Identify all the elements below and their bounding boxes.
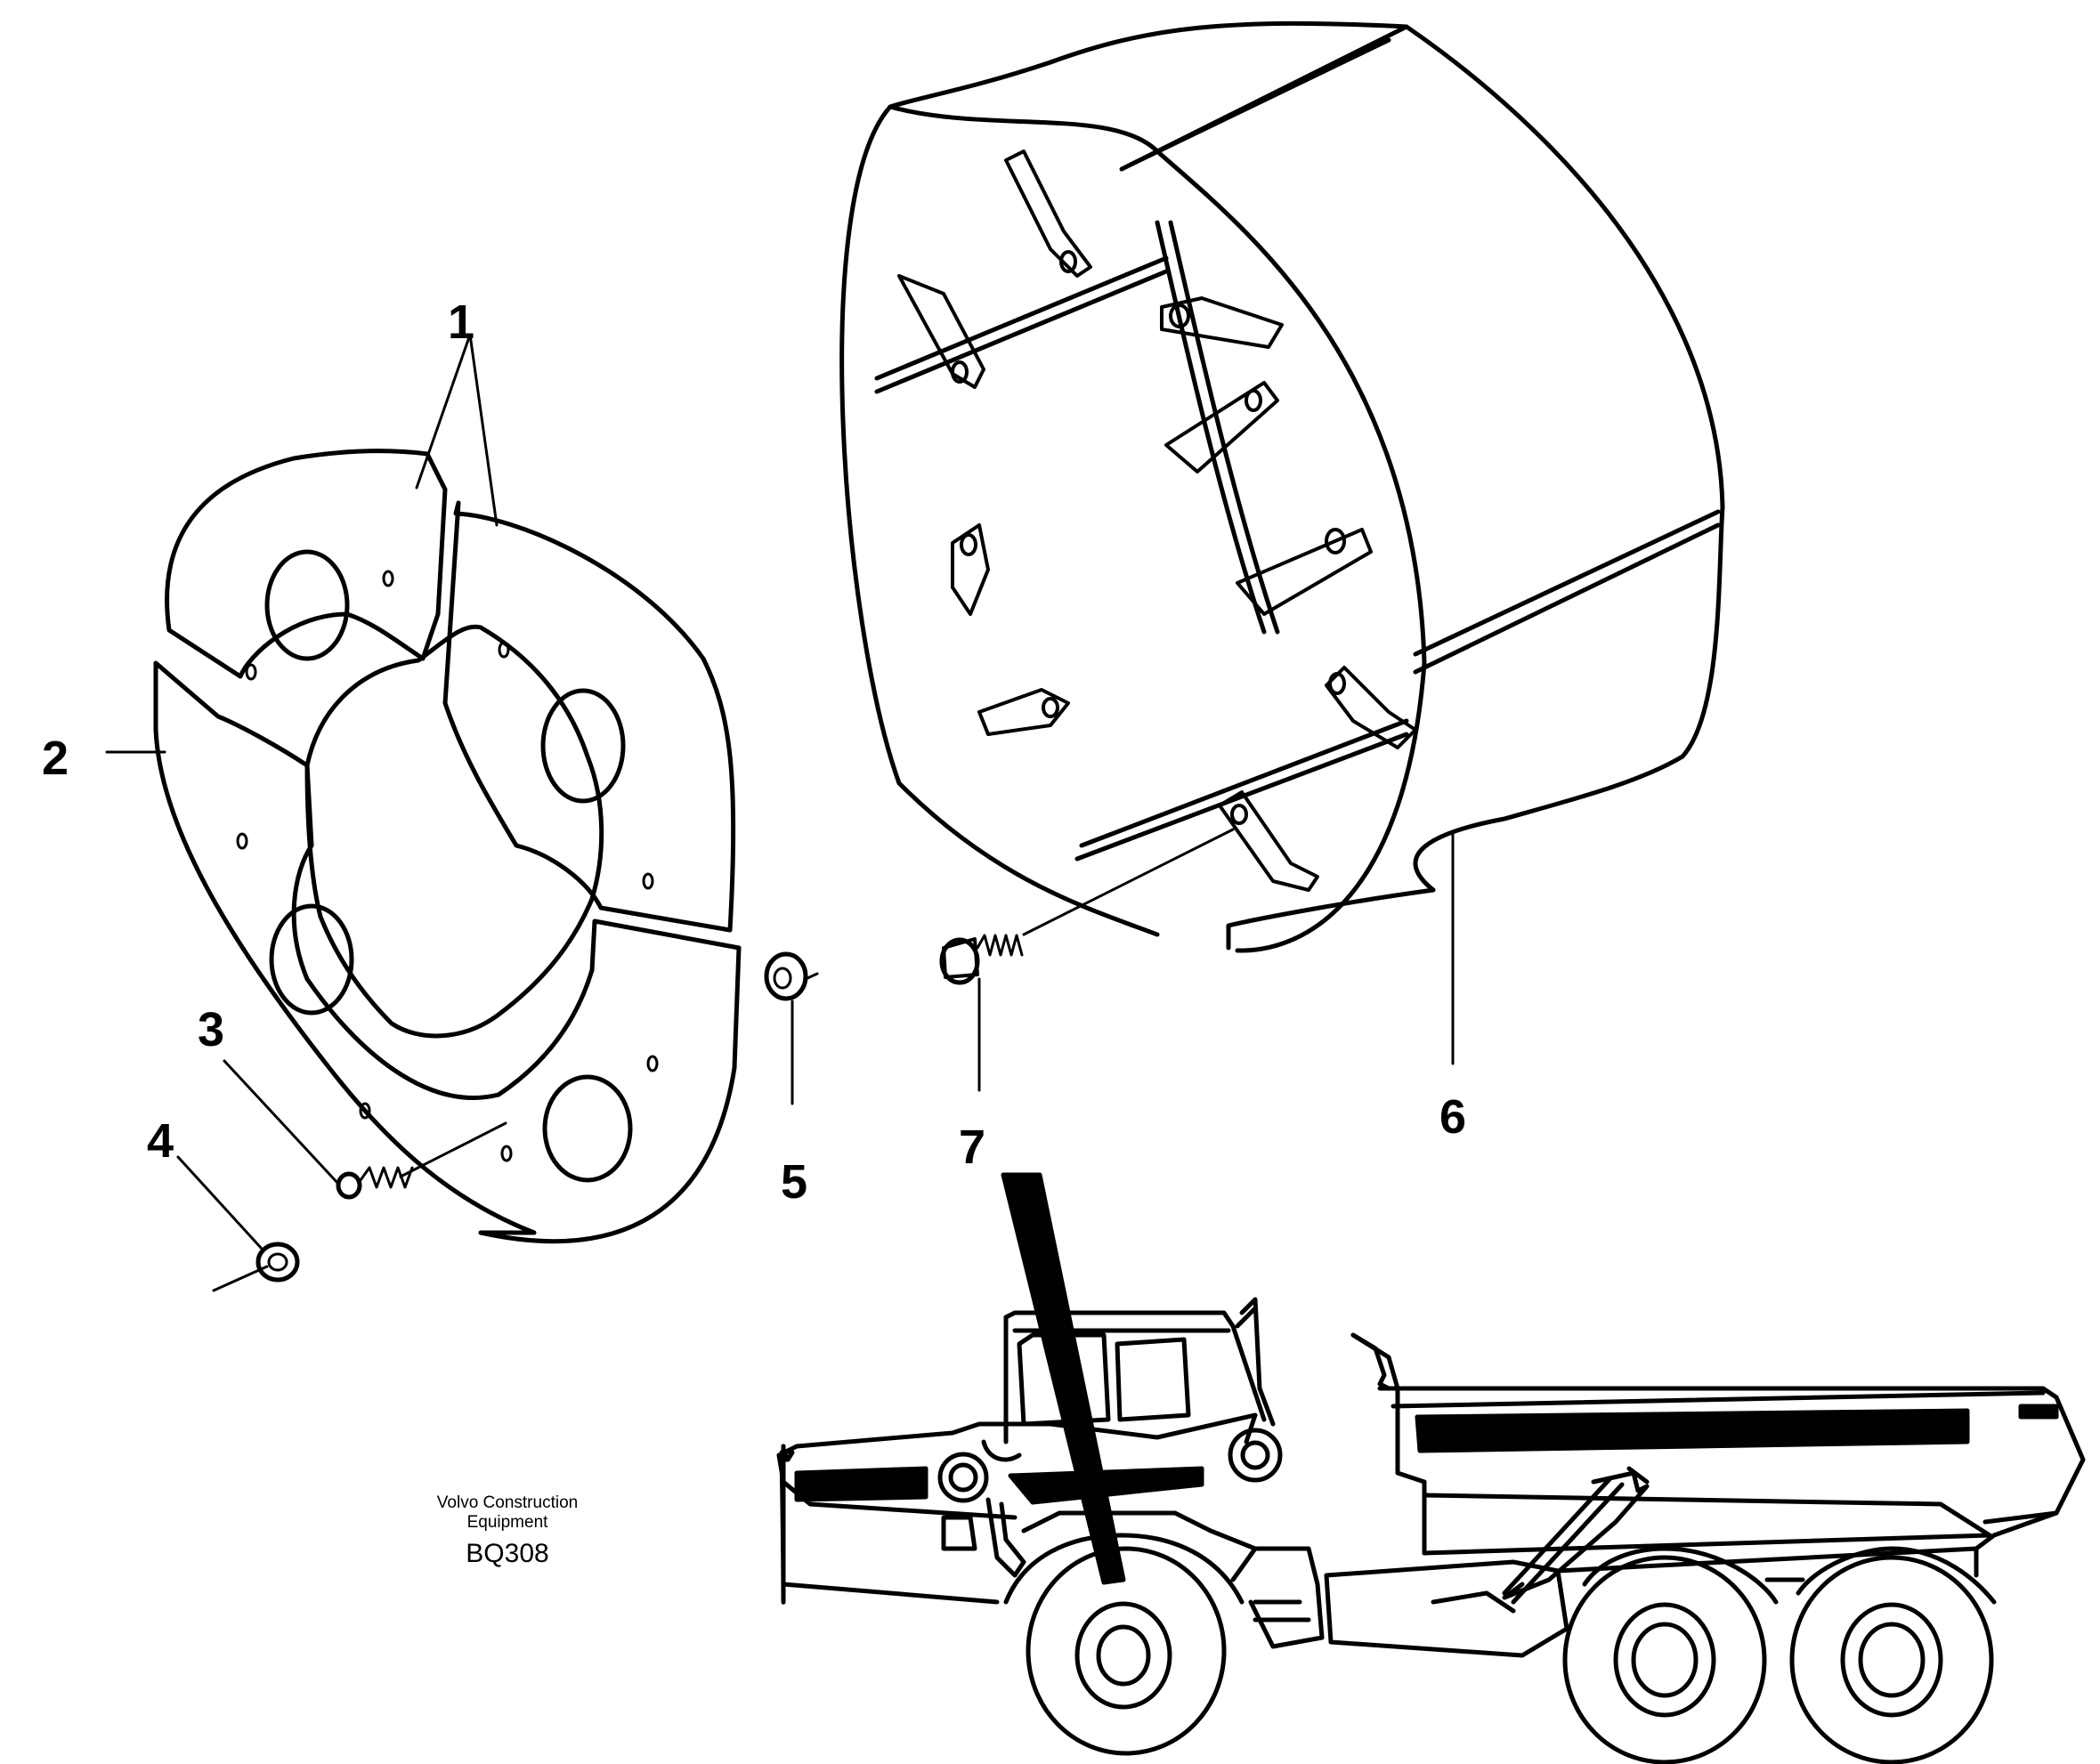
plate-hole-left	[269, 903, 354, 1016]
plate-hole-upper	[264, 549, 350, 661]
callout-6: 6	[1439, 1090, 1466, 1144]
plate-assembly	[153, 449, 742, 1244]
plate-segment-top-right	[442, 500, 736, 933]
plate-segment-top-left	[165, 449, 448, 679]
plate-leader-lines	[105, 333, 499, 754]
bolt-part-7	[939, 828, 1235, 1092]
plate-center-bore	[304, 624, 604, 1039]
plate-segment-bottom	[153, 660, 742, 1244]
callout-7: 7	[959, 1121, 985, 1174]
rear-wheel-2	[1789, 1555, 1994, 1764]
diagram-code: BQ308	[466, 1539, 549, 1568]
callout-5: 5	[781, 1155, 807, 1209]
rear-wheel-1	[1562, 1555, 1767, 1764]
callout-2: 2	[42, 732, 69, 785]
plate-hole-lower	[542, 1074, 633, 1183]
manufacturer-name-line1: Volvo Construction	[436, 1493, 579, 1512]
fastener-leader-lines	[176, 999, 794, 1250]
callout-4: 4	[147, 1114, 174, 1168]
callout-3: 3	[198, 1003, 224, 1056]
drum-guard-part-6	[839, 20, 1725, 953]
plate-hole-right	[540, 688, 626, 804]
front-wheel	[1026, 1546, 1227, 1756]
spring-washer-part-3	[336, 1121, 507, 1200]
truck-illustration	[776, 1172, 2086, 1764]
nut-part-4	[212, 1242, 300, 1292]
box-stripe	[1415, 1408, 1970, 1453]
diagram-caption: Volvo Construction Equipment BQ308	[374, 1493, 641, 1572]
manufacturer-name-line2: Equipment	[466, 1513, 548, 1532]
washer-part-5	[764, 951, 819, 1001]
callout-1: 1	[448, 295, 474, 349]
